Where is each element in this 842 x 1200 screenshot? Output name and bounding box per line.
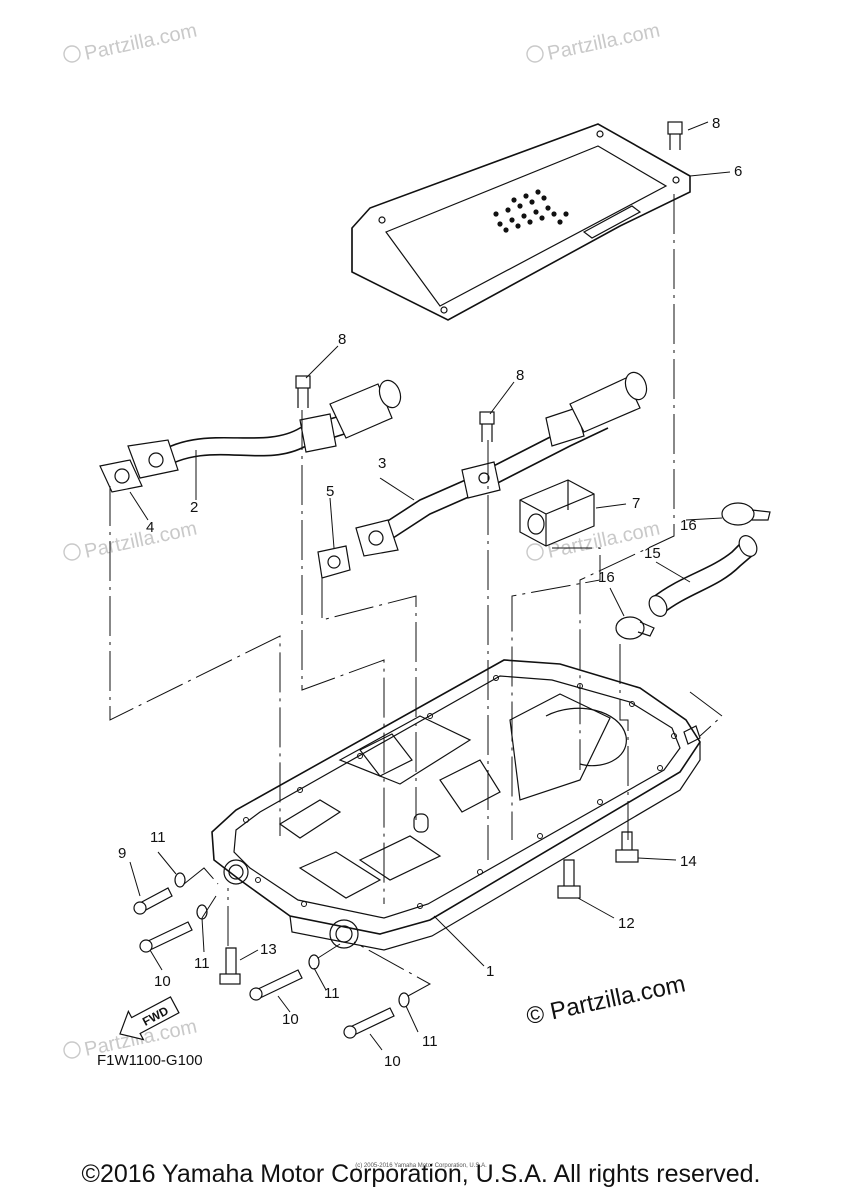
washer-11	[308, 954, 320, 970]
hose-15	[648, 535, 758, 617]
callout-11: 11	[324, 985, 340, 1002]
callout-7: 7	[632, 495, 640, 512]
bolt-10-middle	[249, 969, 303, 1001]
callout-16: 16	[598, 569, 615, 586]
callout-8: 8	[516, 367, 524, 384]
callout-1: 1	[486, 963, 494, 980]
callout-11: 11	[194, 955, 210, 972]
bolt-12	[557, 859, 581, 899]
callout-4: 4	[146, 519, 154, 536]
bolt-13	[219, 947, 241, 985]
callout-5: 5	[326, 483, 334, 500]
assembly-lines	[109, 194, 723, 997]
oil-strainer-plate	[351, 123, 691, 321]
callout-12: 12	[618, 915, 635, 932]
callout-6: 6	[734, 163, 742, 180]
bracket-7	[519, 479, 595, 547]
callout-10: 10	[384, 1053, 401, 1070]
parts-diagram: Partzilla.com Partzilla.com Partzilla.co…	[63, 20, 771, 1070]
svg-text:Partzilla.com: Partzilla.com	[545, 20, 662, 65]
callout-3: 3	[378, 455, 386, 472]
watermark: Partzilla.com	[526, 20, 662, 65]
callout-16: 16	[680, 517, 697, 534]
callout-15: 15	[644, 545, 661, 562]
bolt-8-pipe-3	[479, 411, 495, 442]
callout-11: 11	[422, 1033, 438, 1050]
svg-text:Partzilla.com: Partzilla.com	[82, 518, 199, 563]
watermark: Partzilla.com	[63, 20, 199, 65]
bolt-10-lower	[343, 1007, 395, 1039]
leader-lines	[129, 121, 731, 1051]
hose-clamp-16-upper	[721, 502, 771, 526]
callout-10: 10	[282, 1011, 299, 1028]
washer-11	[174, 872, 186, 888]
callout-2: 2	[190, 499, 198, 516]
footer-copyright: ©2016 Yamaha Motor Corporation, U.S.A. A…	[81, 1160, 761, 1188]
svg-text:Partzilla.com: Partzilla.com	[82, 20, 199, 65]
oil-pan-1	[211, 659, 701, 951]
bolt-8-pipe-2	[295, 375, 311, 408]
bolt-8-strainer	[667, 121, 683, 150]
watermark: Partzilla.com	[63, 518, 199, 563]
gasket-5	[317, 545, 351, 579]
gasket-4	[99, 459, 143, 493]
callout-9: 9	[118, 845, 126, 862]
bolt-14	[615, 831, 639, 863]
bolt-9	[133, 887, 173, 915]
callout-10: 10	[154, 973, 171, 990]
oil-pipe-2	[127, 379, 402, 479]
diagram-code: F1W1100-G100	[97, 1052, 203, 1069]
bolt-10-upper	[139, 921, 193, 953]
hose-clamp-16-lower	[615, 616, 655, 640]
callout-13: 13	[260, 941, 277, 958]
callout-8: 8	[338, 331, 346, 348]
callout-8: 8	[712, 115, 720, 132]
callout-11: 11	[150, 829, 166, 846]
washer-11	[398, 992, 410, 1008]
callout-14: 14	[680, 853, 697, 870]
oil-pipe-3	[355, 371, 648, 557]
callout-labels: 1 2 3 4 5 6 7 8 8 8 9 10 10 10 11 11 11 …	[118, 115, 742, 1070]
tiny-copyright: (c) 2005-2016 Yamaha Motor Corporation, …	[355, 1163, 487, 1169]
